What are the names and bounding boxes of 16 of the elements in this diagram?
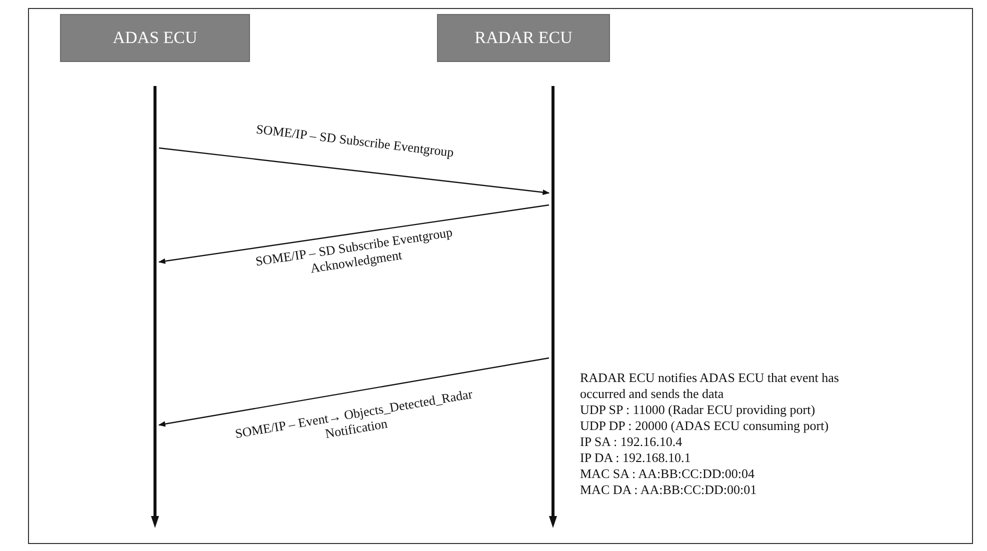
message-arrow [158,357,550,427]
lifeline-arrow [151,86,159,528]
participant-box: ADAS ECU [60,14,250,62]
note-text: IP SA : 192.16.10.4 [580,434,682,450]
participant-box: RADAR ECU [437,14,610,62]
note-text: UDP SP : 11000 (Radar ECU providing port) [580,402,816,418]
note-text: IP DA : 192.168.10.1 [580,450,691,466]
message-arrow [158,147,550,196]
message-label: SOME/IP – SD Subscribe Eventgroup [254,120,456,162]
note-text: RADAR ECU notifies ADAS ECU that event has occurred and sends the data [580,370,840,402]
message-label: SOME/IP – SD Subscribe Eventgroup Acknowledgment [253,223,454,278]
lifeline-arrow [549,86,557,528]
note-text: MAC DA : AA:BB:CC:DD:00:01 [580,482,757,498]
note-text: MAC SA : AA:BB:CC:DD:00:04 [580,466,754,482]
message-arrow [158,204,550,264]
note-text: UDP DP : 20000 (ADAS ECU consuming port) [580,418,829,434]
